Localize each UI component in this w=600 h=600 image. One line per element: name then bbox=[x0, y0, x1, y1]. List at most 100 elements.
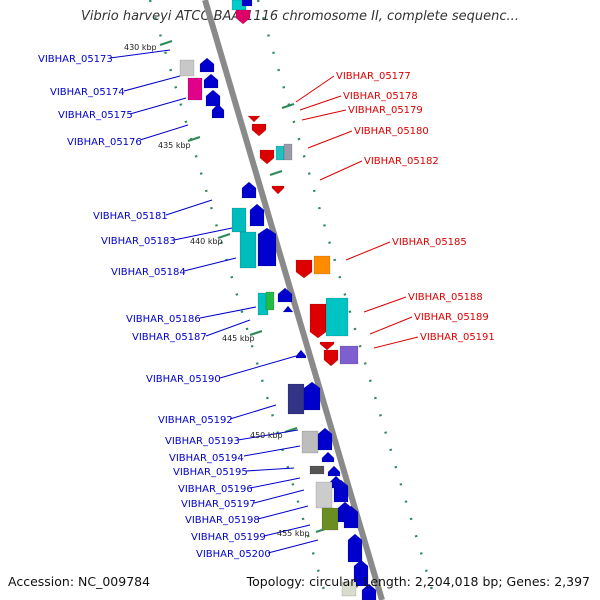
tick-mark bbox=[159, 39, 173, 47]
gene-feature bbox=[283, 143, 293, 161]
chromosome-backbone bbox=[202, 0, 385, 600]
leader-line bbox=[243, 445, 301, 457]
gene-label[interactable]: VIBHAR_05178 bbox=[343, 91, 418, 102]
gene-label[interactable]: VIBHAR_05181 bbox=[93, 211, 168, 222]
topology-text: Topology: circular; Length: 2,204,018 bp… bbox=[246, 574, 590, 589]
kbp-label: 450 kbp bbox=[250, 431, 283, 440]
leader-line bbox=[245, 467, 295, 472]
gene-feature bbox=[301, 430, 319, 454]
leader-line bbox=[237, 429, 299, 441]
gene-feature bbox=[295, 259, 313, 279]
gene-label[interactable]: VIBHAR_05175 bbox=[58, 110, 133, 121]
gene-label[interactable]: VIBHAR_05189 bbox=[414, 312, 489, 323]
leader-line bbox=[363, 296, 407, 313]
leader-line bbox=[253, 489, 305, 504]
gene-feature bbox=[347, 533, 363, 563]
gene-label[interactable]: VIBHAR_05184 bbox=[111, 267, 186, 278]
kbp-label: 435 kbp bbox=[158, 141, 191, 150]
gene-label[interactable]: VIBHAR_05176 bbox=[67, 137, 142, 148]
leader-line bbox=[165, 199, 213, 216]
gene-feature bbox=[325, 297, 349, 337]
gene-feature bbox=[205, 89, 221, 107]
gene-feature bbox=[317, 427, 333, 451]
gene-feature bbox=[257, 227, 277, 267]
gene-label[interactable]: VIBHAR_05173 bbox=[38, 54, 113, 65]
gene-feature bbox=[265, 291, 275, 311]
gene-label[interactable]: VIBHAR_05186 bbox=[126, 314, 201, 325]
kbp-label: 445 kbp bbox=[222, 334, 255, 343]
tick-mark bbox=[217, 232, 231, 240]
gene-label[interactable]: VIBHAR_05179 bbox=[348, 105, 423, 116]
gene-feature bbox=[251, 123, 267, 137]
gene-feature bbox=[203, 73, 219, 89]
gene-label[interactable]: VIBHAR_05187 bbox=[132, 332, 207, 343]
gene-feature bbox=[235, 9, 251, 25]
gene-feature bbox=[187, 77, 203, 101]
leader-line bbox=[301, 109, 347, 121]
dotted-track bbox=[148, 0, 329, 600]
gene-features bbox=[179, 0, 377, 600]
gene-feature bbox=[199, 57, 215, 73]
leader-line bbox=[229, 404, 277, 420]
gene-label[interactable]: VIBHAR_05196 bbox=[178, 484, 253, 495]
gene-label[interactable]: VIBHAR_05191 bbox=[420, 332, 495, 343]
leader-line bbox=[183, 257, 237, 272]
gene-feature bbox=[321, 451, 335, 463]
gene-label[interactable]: VIBHAR_05200 bbox=[196, 549, 271, 560]
gene-feature bbox=[341, 581, 357, 597]
gene-feature bbox=[259, 149, 275, 165]
gene-feature bbox=[282, 305, 294, 313]
tick-mark bbox=[187, 135, 201, 143]
gene-feature bbox=[287, 383, 305, 415]
tick-mark bbox=[269, 169, 283, 177]
leader-line bbox=[139, 124, 189, 141]
tick-mark bbox=[281, 102, 295, 110]
gene-feature bbox=[321, 507, 339, 531]
gene-label[interactable]: VIBHAR_05199 bbox=[191, 532, 266, 543]
gene-label[interactable]: VIBHAR_05194 bbox=[169, 453, 244, 464]
gene-label[interactable]: VIBHAR_05185 bbox=[392, 237, 467, 248]
gene-feature bbox=[339, 345, 359, 365]
leader-line bbox=[319, 160, 363, 181]
leader-line bbox=[173, 227, 233, 241]
gene-feature bbox=[295, 349, 307, 359]
gene-feature bbox=[315, 481, 333, 509]
gene-feature bbox=[327, 465, 341, 477]
leader-line bbox=[267, 539, 319, 554]
gene-label[interactable]: VIBHAR_05177 bbox=[336, 71, 411, 82]
gene-label[interactable]: VIBHAR_05193 bbox=[165, 436, 240, 447]
leader-line bbox=[257, 505, 309, 520]
gene-label[interactable]: VIBHAR_05182 bbox=[364, 156, 439, 167]
gene-feature bbox=[309, 465, 325, 475]
gene-label[interactable]: VIBHAR_05190 bbox=[146, 374, 221, 385]
leader-line bbox=[307, 130, 353, 149]
gene-feature bbox=[303, 381, 321, 411]
gene-label[interactable]: VIBHAR_05183 bbox=[101, 236, 176, 247]
leader-line bbox=[205, 319, 251, 337]
leader-line bbox=[345, 241, 391, 261]
gene-feature bbox=[313, 255, 331, 275]
leader-line bbox=[199, 306, 257, 319]
gene-label[interactable]: VIBHAR_05198 bbox=[185, 515, 260, 526]
kbp-label: 440 kbp bbox=[190, 237, 223, 246]
gene-label[interactable]: VIBHAR_05188 bbox=[408, 292, 483, 303]
gene-feature bbox=[333, 479, 349, 503]
gene-label[interactable]: VIBHAR_05174 bbox=[50, 87, 125, 98]
gene-label[interactable]: VIBHAR_05197 bbox=[181, 499, 256, 510]
gene-label[interactable]: VIBHAR_05180 bbox=[354, 126, 429, 137]
accession-text: Accession: NC_009784 bbox=[8, 574, 151, 589]
gene-feature bbox=[231, 207, 247, 233]
gene-label[interactable]: VIBHAR_05195 bbox=[173, 467, 248, 478]
gene-label[interactable]: VIBHAR_05192 bbox=[158, 415, 233, 426]
kbp-label: 455 kbp bbox=[277, 529, 310, 538]
gene-feature bbox=[277, 287, 293, 303]
leader-line bbox=[219, 355, 297, 379]
gene-feature bbox=[247, 115, 261, 123]
leader-line bbox=[249, 477, 301, 489]
gene-feature bbox=[343, 505, 359, 529]
map-title: Vibrio harveyi ATCC BAA-1116 chromosome … bbox=[81, 9, 519, 24]
gene-feature bbox=[257, 292, 269, 316]
gene-feature bbox=[249, 203, 265, 227]
leader-line bbox=[109, 49, 171, 59]
